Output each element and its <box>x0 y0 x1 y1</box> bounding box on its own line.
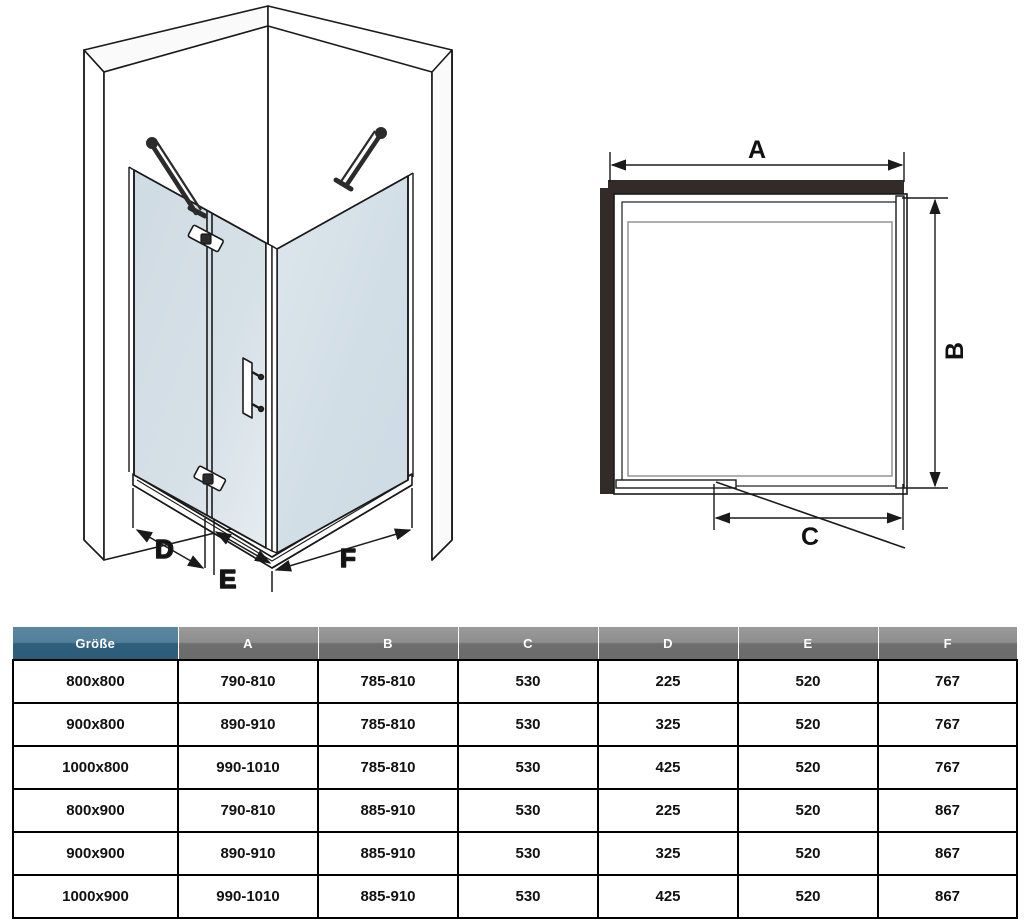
door-handle <box>242 357 265 419</box>
cell-d: 325 <box>597 702 739 747</box>
cell-d: 425 <box>597 874 739 919</box>
cell-d: 225 <box>597 659 739 704</box>
iso-dim-label-d: D <box>155 534 174 564</box>
cell-b: 785-810 <box>317 745 459 790</box>
cell-d: 425 <box>597 745 739 790</box>
support-bar-left <box>146 137 208 219</box>
plan-enclosure-outline <box>613 193 908 495</box>
plan-wall-top <box>608 180 904 194</box>
cell-a: 890-910 <box>177 702 319 747</box>
cell-c: 530 <box>457 659 599 704</box>
cell-size: 800x900 <box>12 788 179 833</box>
plan-dimension-b <box>902 197 948 489</box>
cell-d: 225 <box>597 788 739 833</box>
column-header-e[interactable]: E <box>738 627 879 660</box>
size-specification-table: Größe A B C D E F 800x800 790-810 785-81… <box>12 627 1018 919</box>
cell-e: 520 <box>737 788 879 833</box>
cell-b: 785-810 <box>317 702 459 747</box>
glass-panel-left <box>128 166 267 549</box>
plan-wall-left <box>600 188 614 494</box>
cell-size: 1000x800 <box>12 745 179 790</box>
cell-b: 885-910 <box>317 831 459 876</box>
plan-dim-label-b: B <box>941 342 969 360</box>
plan-tray-outline <box>627 221 893 477</box>
table-row: 800x800 790-810 785-810 530 225 520 767 <box>12 659 1018 704</box>
cell-d: 325 <box>597 831 739 876</box>
column-header-a[interactable]: A <box>178 627 319 660</box>
support-bar-right <box>333 127 387 192</box>
plan-dim-label-c: C <box>801 523 819 551</box>
column-header-size[interactable]: Größe <box>13 627 179 660</box>
cell-size: 900x900 <box>12 831 179 876</box>
cell-size: 900x800 <box>12 702 179 747</box>
cell-c: 530 <box>457 745 599 790</box>
cell-e: 520 <box>737 874 879 919</box>
table-row: 1000x900 990-1010 885-910 530 425 520 86… <box>12 874 1018 919</box>
plan-enclosure-inner <box>621 201 900 487</box>
column-header-c[interactable]: C <box>458 627 599 660</box>
cell-a: 790-810 <box>177 659 319 704</box>
table-row: 900x800 890-910 785-810 530 325 520 767 <box>12 702 1018 747</box>
iso-dim-label-e: E <box>219 564 236 594</box>
technical-drawings-area: D E F <box>83 5 969 595</box>
column-header-d[interactable]: D <box>598 627 739 660</box>
cell-f: 767 <box>877 702 1018 747</box>
cell-f: 767 <box>877 659 1018 704</box>
cell-a: 790-810 <box>177 788 319 833</box>
column-header-f[interactable]: F <box>878 627 1017 660</box>
cell-e: 520 <box>737 745 879 790</box>
plan-dimension-c <box>713 484 904 530</box>
cell-f: 867 <box>877 788 1018 833</box>
glass-panel-right <box>265 172 414 554</box>
cell-size: 1000x900 <box>12 874 179 919</box>
plan-dimension-a <box>609 152 905 182</box>
cell-a: 990-1010 <box>177 874 319 919</box>
cell-size: 800x800 <box>12 659 179 704</box>
door-hinge-lower <box>193 465 227 492</box>
plan-dim-label-a: A <box>748 136 766 164</box>
cell-e: 520 <box>737 702 879 747</box>
cell-c: 530 <box>457 702 599 747</box>
cell-a: 990-1010 <box>177 745 319 790</box>
table-body: 800x800 790-810 785-810 530 225 520 767 … <box>12 659 1018 919</box>
cell-b: 885-910 <box>317 788 459 833</box>
cell-c: 530 <box>457 874 599 919</box>
table-row: 800x900 790-810 885-910 530 225 520 867 <box>12 788 1018 833</box>
cell-e: 520 <box>737 659 879 704</box>
table-row: 900x900 890-910 885-910 530 325 520 867 <box>12 831 1018 876</box>
cell-f: 867 <box>877 874 1018 919</box>
cell-a: 890-910 <box>177 831 319 876</box>
cell-f: 867 <box>877 831 1018 876</box>
table-row: 1000x800 990-1010 785-810 530 425 520 76… <box>12 745 1018 790</box>
iso-view-group: D E F <box>83 5 453 595</box>
table-header: Größe A B C D E F <box>13 627 1017 660</box>
plan-door-closed <box>615 479 737 489</box>
table-header-row: Größe A B C D E F <box>13 627 1017 660</box>
cell-b: 885-910 <box>317 874 459 919</box>
cell-f: 767 <box>877 745 1018 790</box>
iso-dim-label-f: F <box>340 543 356 573</box>
plan-view-group: A B C <box>600 136 969 551</box>
cell-c: 530 <box>457 788 599 833</box>
cell-c: 530 <box>457 831 599 876</box>
cell-e: 520 <box>737 831 879 876</box>
door-hinge-upper <box>187 224 224 253</box>
column-header-b[interactable]: B <box>318 627 459 660</box>
cell-b: 785-810 <box>317 659 459 704</box>
iso-dimension-lines <box>132 488 413 592</box>
plan-glass-right <box>895 195 905 489</box>
